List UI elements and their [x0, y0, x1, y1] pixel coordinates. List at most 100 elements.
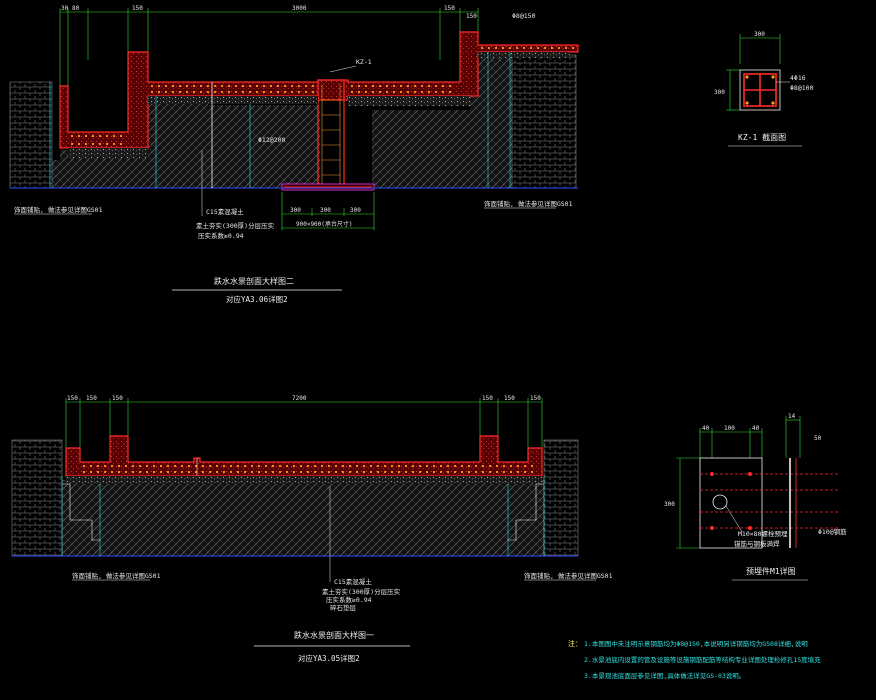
- rebar-dot: [145, 464, 149, 468]
- rebar-dot: [467, 464, 471, 468]
- rebar-dot: [425, 470, 429, 474]
- rebar-dot: [110, 464, 114, 468]
- rebar-dot: [481, 470, 485, 474]
- gravel-top-4: [478, 52, 568, 58]
- rebar-dot: [427, 90, 431, 94]
- notes-block: 注： 1.本图图中未注明示意钢筋均为Φ8@150,本说明另详钢筋均为GS08详细…: [568, 639, 821, 680]
- rebar-dot: [250, 470, 254, 474]
- rebar-dot: [138, 470, 142, 474]
- rebar-dot: [208, 470, 212, 474]
- rebar-dot: [98, 142, 102, 146]
- rebar-dot: [84, 142, 88, 146]
- embed-label-weld: 锚筋与钢板满焊: [734, 539, 780, 548]
- rebar-dot: [399, 84, 403, 88]
- bottom-dimension-chain: [65, 398, 543, 450]
- kz-rebar-main: 4Φ16: [790, 74, 806, 82]
- rebar-dot: [502, 470, 506, 474]
- notes-head: 注：: [568, 639, 582, 648]
- rebar-dot: [439, 464, 443, 468]
- rebar-dot: [255, 84, 259, 88]
- rebar-dot: [257, 464, 261, 468]
- rebar-dot: [488, 470, 492, 474]
- rebar-dot: [157, 90, 161, 94]
- kz1-section-detail: 300 300 4Φ16 Φ8@100 KZ-1 截面图: [714, 31, 814, 147]
- rebar-dot: [215, 464, 219, 468]
- rebar-dot: [299, 470, 303, 474]
- rebar-dot: [77, 142, 81, 146]
- rebar-dot: [215, 470, 219, 474]
- rebar-dot: [369, 464, 373, 468]
- top-dim-3: 150: [132, 5, 143, 12]
- cyan-guides-bottom: [61, 476, 545, 556]
- rebar-dot: [362, 464, 366, 468]
- rebar-dot: [119, 142, 123, 146]
- rebar-dot: [278, 464, 282, 468]
- rebar-dot: [283, 84, 287, 88]
- rebar-dot: [171, 84, 175, 88]
- rebar-dot: [145, 470, 149, 474]
- kz-outline: [739, 69, 781, 111]
- rebar-dot: [413, 84, 417, 88]
- rebar-dot: [201, 464, 205, 468]
- rebar-dot: [357, 90, 361, 94]
- bottom-dim-total: 900×900(承台尺寸): [296, 220, 353, 228]
- bot-dim-2: 150: [86, 395, 97, 402]
- rebar-dot: [96, 470, 100, 474]
- embed-title: 预埋件M1详图: [746, 566, 796, 576]
- rebar-dot: [192, 84, 196, 88]
- rebar-dot: [334, 464, 338, 468]
- rebar-dot: [350, 84, 354, 88]
- label-left-top: 饰面铺贴, 做法参见详图GS01: [14, 205, 103, 214]
- rebar-dot: [474, 470, 478, 474]
- rebar-dot: [199, 84, 203, 88]
- rebar-dot: [234, 84, 238, 88]
- rebar-dot: [89, 470, 93, 474]
- rebar-dot: [327, 464, 331, 468]
- rebar-dot: [236, 470, 240, 474]
- rebar-dot: [248, 84, 252, 88]
- rebar-dot: [194, 464, 198, 468]
- rebar-dot: [406, 84, 410, 88]
- rebar-dot: [448, 84, 452, 88]
- label-rebar-top: Φ12@200: [258, 136, 285, 144]
- rebar-dot: [536, 46, 540, 50]
- bot-dim-3: 150: [112, 395, 123, 402]
- rebar-dot: [571, 46, 575, 50]
- rebar-dot: [241, 84, 245, 88]
- rebar-dot: [487, 46, 491, 50]
- cyan-guides-top: [49, 52, 511, 188]
- section-bottom-ref: 对应YA3.05详图2: [298, 653, 360, 663]
- rebar-dot: [399, 90, 403, 94]
- rebar-dot: [262, 90, 266, 94]
- bot-dim-4: 7200: [292, 395, 307, 402]
- rebar-dot: [434, 84, 438, 88]
- section-top-title: 跌水水景剖面大样图二: [214, 276, 294, 286]
- rebar-dot: [376, 470, 380, 474]
- rebar-dot: [550, 46, 554, 50]
- rebar-dot: [178, 84, 182, 88]
- rebar-dot: [292, 464, 296, 468]
- note-line-2: 2.水景池底内设置的管及设施等设施钢筋配筋等结构专业详图处理检修孔15度填充: [584, 655, 821, 664]
- brick-right-bottom: [543, 439, 579, 557]
- rebar-dot: [488, 464, 492, 468]
- embed-label-bolt: M10×80螺栓预埋: [738, 529, 788, 538]
- rebar-dot: [390, 470, 394, 474]
- rebar-dot: [441, 84, 445, 88]
- rebar-dot: [255, 90, 259, 94]
- rebar-dot: [392, 84, 396, 88]
- rebar-dot: [495, 470, 499, 474]
- rebar-dot: [187, 470, 191, 474]
- rebar-dot: [341, 470, 345, 474]
- bottom-dim-1: 300: [290, 207, 301, 214]
- rebar-dot: [250, 464, 254, 468]
- top-dim-6: 150: [466, 13, 477, 20]
- rebar-dot: [243, 470, 247, 474]
- rebar-dot: [124, 470, 128, 474]
- top-dim-1: 30: [61, 5, 69, 12]
- label-c15-top: C15素混凝土: [206, 207, 244, 216]
- bottom-dims-top: [281, 192, 375, 230]
- rebar-dot: [110, 470, 114, 474]
- rebar-dot: [152, 464, 156, 468]
- rebar-dot: [185, 84, 189, 88]
- rebar-dot: [159, 464, 163, 468]
